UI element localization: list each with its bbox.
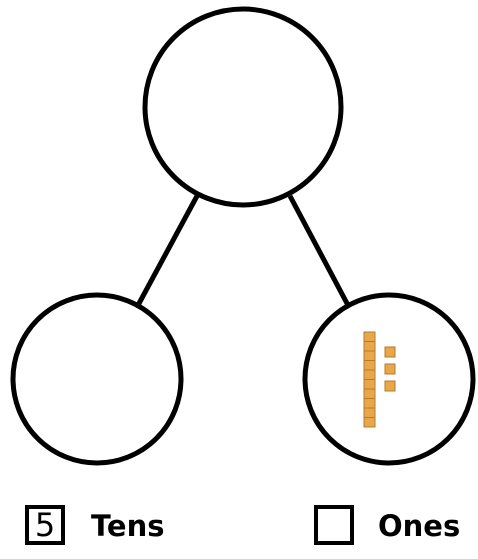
tens-value: 5 [34,506,56,544]
connector-left [133,194,200,311]
rod-unit [363,369,376,380]
right-part-circle[interactable] [302,292,476,466]
whole-circle[interactable] [142,6,344,208]
unit-cube [384,363,396,375]
tens-label: Tens [91,509,165,543]
ones-answer-box[interactable] [314,505,354,545]
rod-unit [363,350,376,361]
rod-unit [363,331,376,342]
connector-right [287,194,353,311]
tens-rod [363,331,376,428]
rod-unit [363,360,376,371]
unit-cube [384,346,396,358]
base-ten-blocks [363,331,396,428]
rod-unit [363,388,376,399]
ones-label: Ones [378,509,461,543]
rod-unit [363,417,376,428]
rod-unit [363,407,376,418]
rod-unit [363,379,376,390]
rod-unit [363,398,376,409]
number-bond-diagram [10,6,476,466]
tens-answer-box[interactable]: 5 [25,505,65,545]
left-part-circle[interactable] [10,292,184,466]
unit-cube [384,380,396,392]
rod-unit [363,341,376,352]
